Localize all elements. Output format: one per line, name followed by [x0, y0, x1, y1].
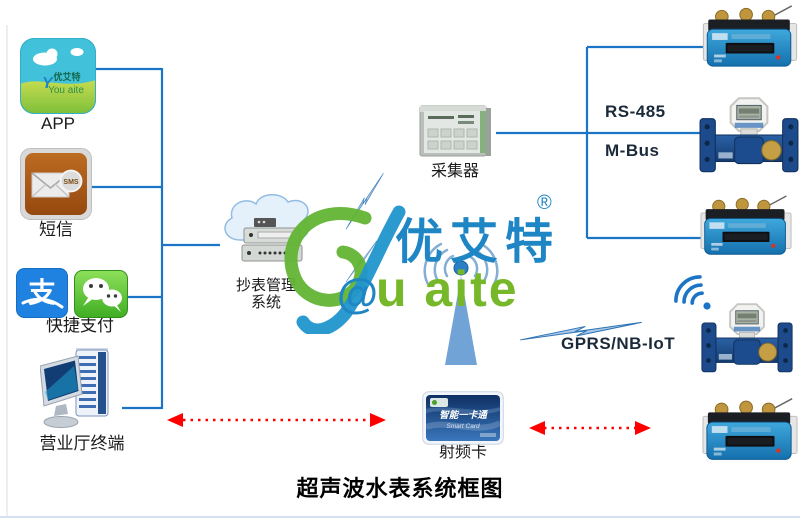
- antenna-icon: [423, 242, 499, 365]
- alipay-icon: 支: [16, 268, 68, 318]
- cloud-server-icon: [224, 194, 310, 262]
- card-subtitle: Smart Card: [446, 423, 480, 430]
- node-antenna: [416, 224, 506, 370]
- node-meter-3: [700, 194, 792, 260]
- gprs-nbiot-label: GPRS/NB-IoT: [561, 334, 676, 353]
- alipay-glyph: 支: [28, 277, 56, 308]
- collector-label: 采集器: [430, 163, 479, 180]
- sms-badge: SMS: [63, 179, 79, 186]
- meter-reading-system-label-line1: 抄表管理: [235, 277, 296, 294]
- ultrasonic-meter-icon: [702, 4, 798, 72]
- node-hall-terminal: [40, 344, 122, 434]
- rf-dotted-link-right: [529, 421, 651, 435]
- flanged-meter-icon: [700, 300, 794, 376]
- app-icon-brand-cn: 优艾特: [53, 71, 80, 82]
- node-meter-5: [702, 396, 798, 466]
- node-app: Y 优艾特 You aite: [20, 38, 96, 114]
- card-title: 智能一卡通: [439, 409, 488, 421]
- rs485-label: RS-485: [605, 102, 666, 121]
- meter-reading-system-label-line2: 系统: [250, 294, 281, 312]
- collector-device-icon: [419, 105, 491, 157]
- rf-dotted-link-left: [167, 413, 386, 427]
- meter-reading-system-label: 抄表管理 系统: [214, 277, 318, 312]
- app-icon-brand-en: You aite: [48, 85, 84, 96]
- flanged-meter-icon: [698, 94, 800, 176]
- app-icon-letter: Y: [42, 75, 54, 92]
- node-wechat: [74, 270, 128, 318]
- node-collector: [414, 102, 496, 164]
- mbus-label: M-Bus: [605, 141, 660, 160]
- page-border-lines: [0, 25, 800, 518]
- node-rf-card: 智能一卡通 Smart Card: [422, 391, 504, 445]
- lightning-icon: [520, 321, 642, 341]
- app-icon: Y 优艾特 You aite: [20, 38, 96, 114]
- app-label: APP: [40, 114, 76, 133]
- ultrasonic-meter-icon: [702, 396, 798, 466]
- sms-envelope-icon: SMS: [20, 148, 92, 220]
- node-meter-1: [702, 4, 798, 72]
- node-sms: SMS: [20, 148, 92, 220]
- ultrasonic-meter-icon: [700, 194, 792, 260]
- lightning-icon: [345, 240, 378, 283]
- sms-label: 短信: [39, 220, 73, 239]
- node-meter-4: [700, 300, 794, 376]
- node-wifi: [674, 270, 716, 314]
- wifi-icon: [674, 275, 711, 310]
- hall-terminal-label: 营业厅终端: [39, 434, 125, 453]
- smart-card-icon: 智能一卡通 Smart Card: [422, 391, 504, 445]
- rf-card-label: 射频卡: [438, 444, 487, 461]
- diagram-title: 超声波水表系统框图: [296, 476, 504, 501]
- node-meter-2: [698, 94, 800, 176]
- node-quick-pay: 支: [16, 268, 68, 318]
- node-meter-reading-system: [214, 190, 316, 274]
- wechat-icon: [74, 270, 128, 318]
- lightning-icon: [345, 172, 384, 230]
- quick-pay-label: 快捷支付: [46, 316, 114, 335]
- blue-wires: [92, 45, 705, 410]
- terminal-computer-icon: [40, 348, 109, 428]
